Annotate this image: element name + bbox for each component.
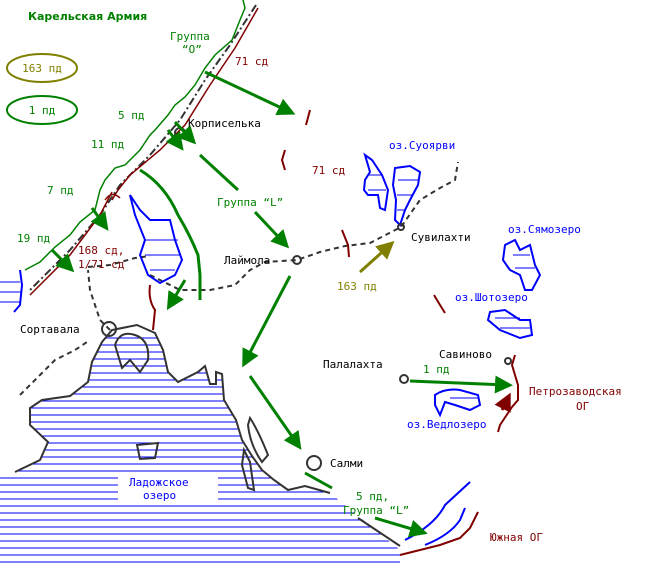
- soviet-front-segment: [433, 294, 446, 314]
- ladoga-label-bg: [118, 477, 218, 505]
- arrow-laimola-south: [242, 275, 292, 368]
- unit-petrozavodsk-og-line2: ОГ: [576, 400, 590, 413]
- island: [113, 332, 150, 374]
- legend-1pd-ellipse: [6, 95, 78, 125]
- arrow-11pd: [165, 129, 184, 151]
- arrow-group-l-1: [198, 153, 240, 192]
- unit-71sd-center: 71 сд: [312, 164, 345, 177]
- arrow-7pd: [90, 207, 109, 231]
- island: [135, 441, 160, 461]
- arrow-group-l-2: [253, 210, 290, 249]
- soviet-front-line: [29, 7, 259, 296]
- lake-suoyarvi-west: [362, 152, 390, 212]
- unit-petrozavodsk-og-line1: Петрозаводская: [529, 385, 622, 398]
- unit-group-l-south: Группа “L”: [343, 504, 409, 517]
- lake-vedlozero: [434, 388, 482, 418]
- petrozavodsk-front-line: [497, 354, 519, 433]
- arrow-5pd-south-1: [304, 471, 333, 490]
- lake-syamozero-label: оз.Сямозеро: [508, 223, 581, 236]
- unit-11pd: 11 пд: [91, 138, 124, 151]
- suvilahti-marker: [397, 223, 405, 231]
- river: [404, 481, 471, 546]
- legend-163pd-ellipse: [6, 53, 78, 83]
- unit-5pd-south: 5 пд,: [356, 490, 389, 503]
- place-palalahta: Палалахта: [323, 358, 383, 371]
- soviet-front-segment: [148, 284, 157, 331]
- island: [240, 446, 256, 492]
- arrow-to-salmi: [248, 375, 302, 450]
- arrow-19pd: [50, 248, 75, 273]
- ladoga-shoreline: [14, 323, 401, 547]
- place-korpiselka: Корписелька: [188, 117, 261, 130]
- lake-shotozero: [486, 308, 534, 340]
- lake-suoyarvi-label: оз.Суоярви: [389, 139, 455, 152]
- salmi-marker: [306, 455, 322, 471]
- unit-163pd: 163 пд: [337, 280, 377, 293]
- legend-1pd-label: 1 пд: [29, 104, 56, 117]
- map-title: Карельская Армия: [28, 10, 147, 23]
- legend-163pd-label: 163 пд: [22, 62, 62, 75]
- lake-hatching: [0, 174, 535, 399]
- arrow-5pd-south-2: [374, 516, 428, 538]
- finnish-front-line: [24, 0, 246, 271]
- unit-group-l: Группа “L”: [217, 196, 283, 209]
- arrow-group-o: [204, 70, 296, 116]
- soviet-front-segment: [280, 149, 286, 171]
- unit-168sd-line1: 168 сд,: [78, 244, 124, 257]
- place-sortavala: Сортавала: [20, 323, 80, 336]
- unit-south-og: Южная ОГ: [490, 531, 543, 544]
- palalahta-marker: [399, 374, 409, 384]
- sortavala-marker: [101, 321, 117, 337]
- place-suvilahti: Сувилахти: [411, 231, 471, 244]
- unit-group-o-line2: “O”: [182, 43, 202, 56]
- ladoga-lake-hatching: [0, 337, 400, 563]
- finnish-flank-line: [139, 168, 202, 300]
- arrow-petrozavodsk-og: [494, 392, 511, 413]
- laimola-marker: [292, 255, 302, 265]
- lake-vedlozero-label: оз.Ведлозеро: [407, 418, 486, 431]
- arrow-south-west: [166, 279, 187, 311]
- unit-19pd: 19 пд: [17, 232, 50, 245]
- soviet-front-segment: [305, 109, 311, 126]
- unit-1pd: 1 пд: [423, 363, 450, 376]
- lake-ladoga-label-line1: Ладожское: [129, 476, 189, 489]
- unit-7pd: 7 пд: [47, 184, 74, 197]
- arrow-1pd: [409, 375, 513, 394]
- unit-group-o-line1: Группа: [170, 30, 210, 43]
- soviet-front-segment: [341, 229, 350, 258]
- unit-5pd: 5 пд: [118, 109, 145, 122]
- unit-71sd-north: 71 сд: [235, 55, 268, 68]
- lake-syamozero: [501, 238, 542, 291]
- lake-shotozero-label: оз.Шотозеро: [455, 291, 528, 304]
- place-laimola: Лаймола: [224, 254, 270, 267]
- lake-ladoga-label-line2: озеро: [143, 489, 176, 502]
- arrow-163pd: [358, 240, 395, 274]
- road: [19, 161, 459, 396]
- unit-168sd-line2: 1/71 сд: [78, 258, 125, 271]
- finnish-attack-arrows: [50, 70, 513, 538]
- railway: [29, 4, 257, 291]
- savinovo-marker: [504, 357, 512, 365]
- lake-edge: [13, 269, 24, 313]
- island: [246, 415, 270, 464]
- place-salmi: Салми: [330, 457, 363, 470]
- place-savinovo: Савиново: [439, 348, 492, 361]
- south-front-line: [399, 511, 479, 556]
